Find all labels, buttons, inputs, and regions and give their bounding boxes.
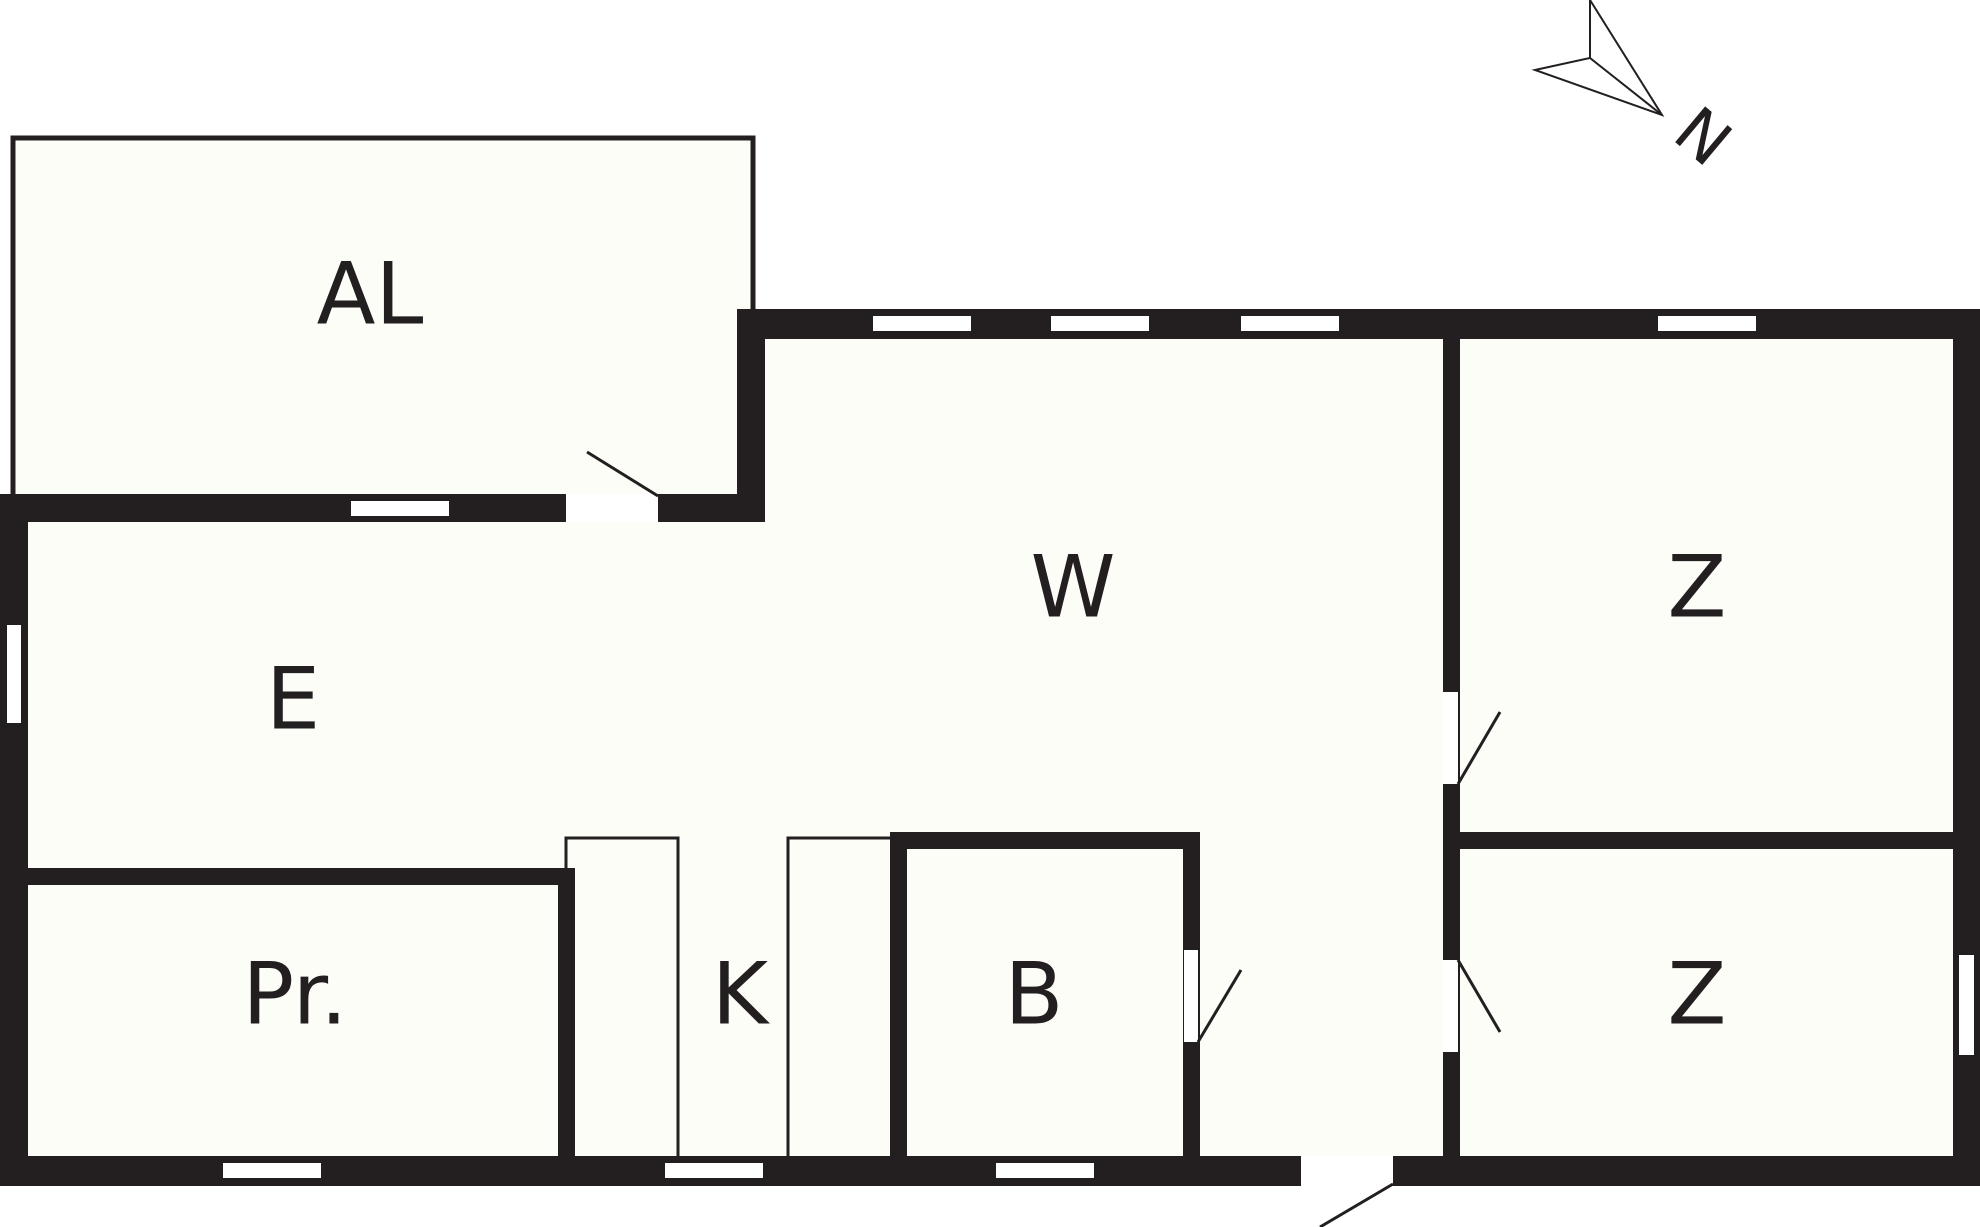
kitchen-counters [564,836,892,1158]
room-label-z-lower: Z [1668,944,1727,1044]
room-label-pr: Pr. [242,944,347,1044]
wall-al-step [737,309,765,522]
wall-left [0,494,28,1186]
wall-b-top [890,832,1200,849]
floor-w [764,338,1443,1156]
counter-left [564,836,680,1158]
door-swings [586,450,1502,1227]
room-label-k: K [712,944,771,1044]
wall-bottom [0,1156,1980,1186]
room-label-b: B [1005,944,1064,1044]
door-opening-entrance [1301,1156,1393,1186]
windows [7,316,1974,1178]
floor-z-upper [1460,338,1953,834]
door-swing-z-upper [1456,711,1502,785]
walls [0,309,1980,1186]
room-label-z-upper: Z [1668,537,1727,637]
floor-al [16,141,750,494]
floor-e [28,521,764,869]
door-opening-al [566,494,658,522]
window-top-4 [1658,316,1756,331]
floor-z-lower [1460,849,1953,1156]
wall-pr-top [28,868,575,885]
window-bottom-1 [223,1163,321,1178]
door-swing-b [1196,969,1243,1043]
counter-right [786,836,892,1158]
window-bottom-3 [996,1163,1094,1178]
wall-z-divider [1443,832,1968,849]
room-label-al: AL [317,244,424,344]
door-swing-entrance [1319,1182,1394,1227]
balcony-outline [10,135,756,494]
window-right [1959,955,1974,1055]
floor-areas [16,141,1953,1156]
north-arrow-spine [1589,57,1663,116]
room-label-w: W [1030,537,1115,637]
door-opening-z-lower [1443,960,1458,1052]
door-swing-al [586,450,659,498]
door-opening-b [1184,950,1198,1042]
window-left [7,625,21,723]
door-openings [566,494,1458,1186]
door-swing-z-lower [1456,959,1502,1033]
door-opening-z-upper [1443,692,1458,784]
window-top-1 [873,316,971,331]
floor-lower-left [28,869,764,1156]
window-top-2 [1051,316,1149,331]
window-al [351,501,449,516]
north-arrow-icon [1531,0,1665,117]
window-bottom-2 [665,1163,763,1178]
north-label: N [1660,94,1744,181]
window-top-3 [1241,316,1339,331]
room-label-e: E [266,649,320,749]
wall-b-left [890,832,907,1168]
north-arrow-head-outline [1531,0,1665,117]
